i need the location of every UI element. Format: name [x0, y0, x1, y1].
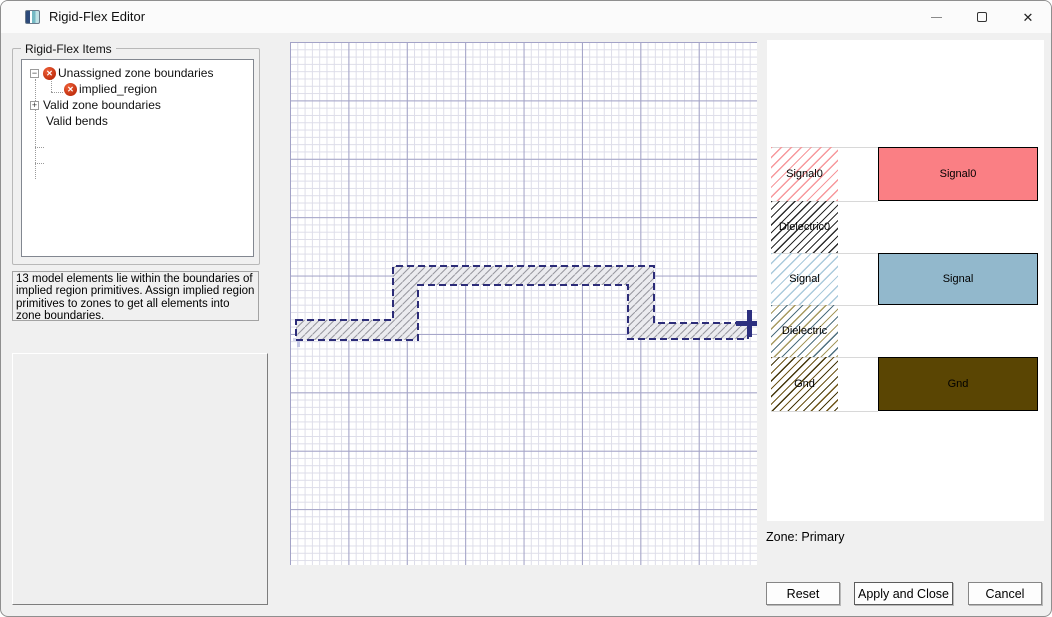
layer-name: Dielectric — [781, 325, 828, 337]
layer-hatch-swatch[interactable]: Dielectric0 — [771, 201, 838, 253]
maximize-icon — [977, 12, 987, 22]
close-button[interactable]: ✕ — [1005, 1, 1051, 33]
layer-hatch-swatch[interactable]: Dielectric — [771, 305, 838, 357]
groupbox-title: Rigid-Flex Items — [21, 42, 116, 56]
layer-name: Signal — [942, 273, 974, 285]
titlebar: Rigid-Flex Editor ✕ — [1, 1, 1051, 33]
tree-item-valid-zone-boundaries[interactable]: + Valid zone boundaries — [30, 97, 161, 113]
rigid-flex-items-tree[interactable]: − ✕ Unassigned zone boundaries ✕ implied… — [21, 59, 254, 257]
maximize-button[interactable] — [959, 1, 1005, 33]
collapse-icon[interactable]: − — [30, 67, 39, 78]
row-separator — [771, 411, 878, 412]
layer-name: Signal — [789, 273, 820, 285]
zone-indicator: Zone: Primary — [766, 530, 845, 544]
layer-row-signal: Signal Signal — [771, 253, 1038, 305]
layer-row-dielectric: Dielectric — [771, 305, 1038, 357]
layer-stackup: Signal0 Signal0 Dielectric0 Signal Signa… — [771, 147, 1038, 412]
cancel-button[interactable]: Cancel — [968, 582, 1042, 605]
reset-button[interactable]: Reset — [766, 582, 840, 605]
layer-name: Signal0 — [786, 168, 823, 180]
layer-zone-rect[interactable]: Signal — [878, 253, 1038, 305]
layer-row-signal0: Signal0 Signal0 — [771, 147, 1038, 201]
tree-connector — [51, 92, 63, 93]
tree-item-label: Valid bends — [46, 114, 108, 128]
tree-connector — [35, 79, 36, 179]
layer-name: Dielectric0 — [778, 221, 831, 233]
tree-connector — [35, 147, 44, 148]
tree-connector — [35, 163, 44, 164]
minimize-icon — [930, 16, 942, 18]
zone-canvas[interactable] — [290, 42, 757, 565]
window-title: Rigid-Flex Editor — [49, 9, 146, 24]
layer-row-gnd: Gnd Gnd — [771, 357, 1038, 411]
layer-row-dielectric0: Dielectric0 — [771, 201, 1038, 253]
error-icon: ✕ — [64, 82, 77, 96]
layer-hatch-swatch[interactable]: Gnd — [771, 357, 838, 411]
tree-item-unassigned-zone-boundaries[interactable]: − ✕ Unassigned zone boundaries — [30, 65, 213, 81]
error-icon: ✕ — [43, 66, 56, 80]
rigid-flex-items-groupbox: Rigid-Flex Items − ✕ Unassigned zone bou… — [12, 42, 260, 265]
crosshair-cursor — [736, 310, 757, 337]
layer-name: Signal0 — [939, 168, 977, 180]
minimize-button[interactable] — [913, 1, 959, 33]
tree-connector — [51, 76, 52, 92]
tree-item-valid-bends[interactable]: Valid bends — [46, 113, 108, 129]
layer-hatch-swatch[interactable]: Signal0 — [771, 147, 838, 201]
tree-item-label: Valid zone boundaries — [43, 98, 161, 112]
detail-panel — [12, 353, 268, 605]
layer-name: Gnd — [947, 378, 969, 390]
tree-item-label: implied_region — [79, 82, 158, 96]
expand-icon[interactable]: + — [30, 99, 39, 110]
layer-name: Gnd — [794, 378, 815, 390]
layer-hatch-swatch[interactable]: Signal — [771, 253, 838, 305]
layer-zone-rect[interactable]: Signal0 — [878, 147, 1038, 201]
tree-item-implied-region[interactable]: ✕ implied_region — [64, 81, 157, 97]
zone-drawing — [293, 265, 757, 347]
apply-and-close-button[interactable]: Apply and Close — [854, 582, 953, 605]
app-icon — [25, 10, 40, 24]
validation-message: 13 model elements lie within the boundar… — [12, 271, 259, 322]
tree-item-label: Unassigned zone boundaries — [58, 66, 214, 80]
layer-zone-rect[interactable]: Gnd — [878, 357, 1038, 411]
close-icon: ✕ — [1022, 9, 1034, 25]
stackup-panel: Signal0 Signal0 Dielectric0 Signal Signa… — [767, 40, 1044, 521]
zone-boundary-polygon[interactable] — [295, 265, 749, 341]
